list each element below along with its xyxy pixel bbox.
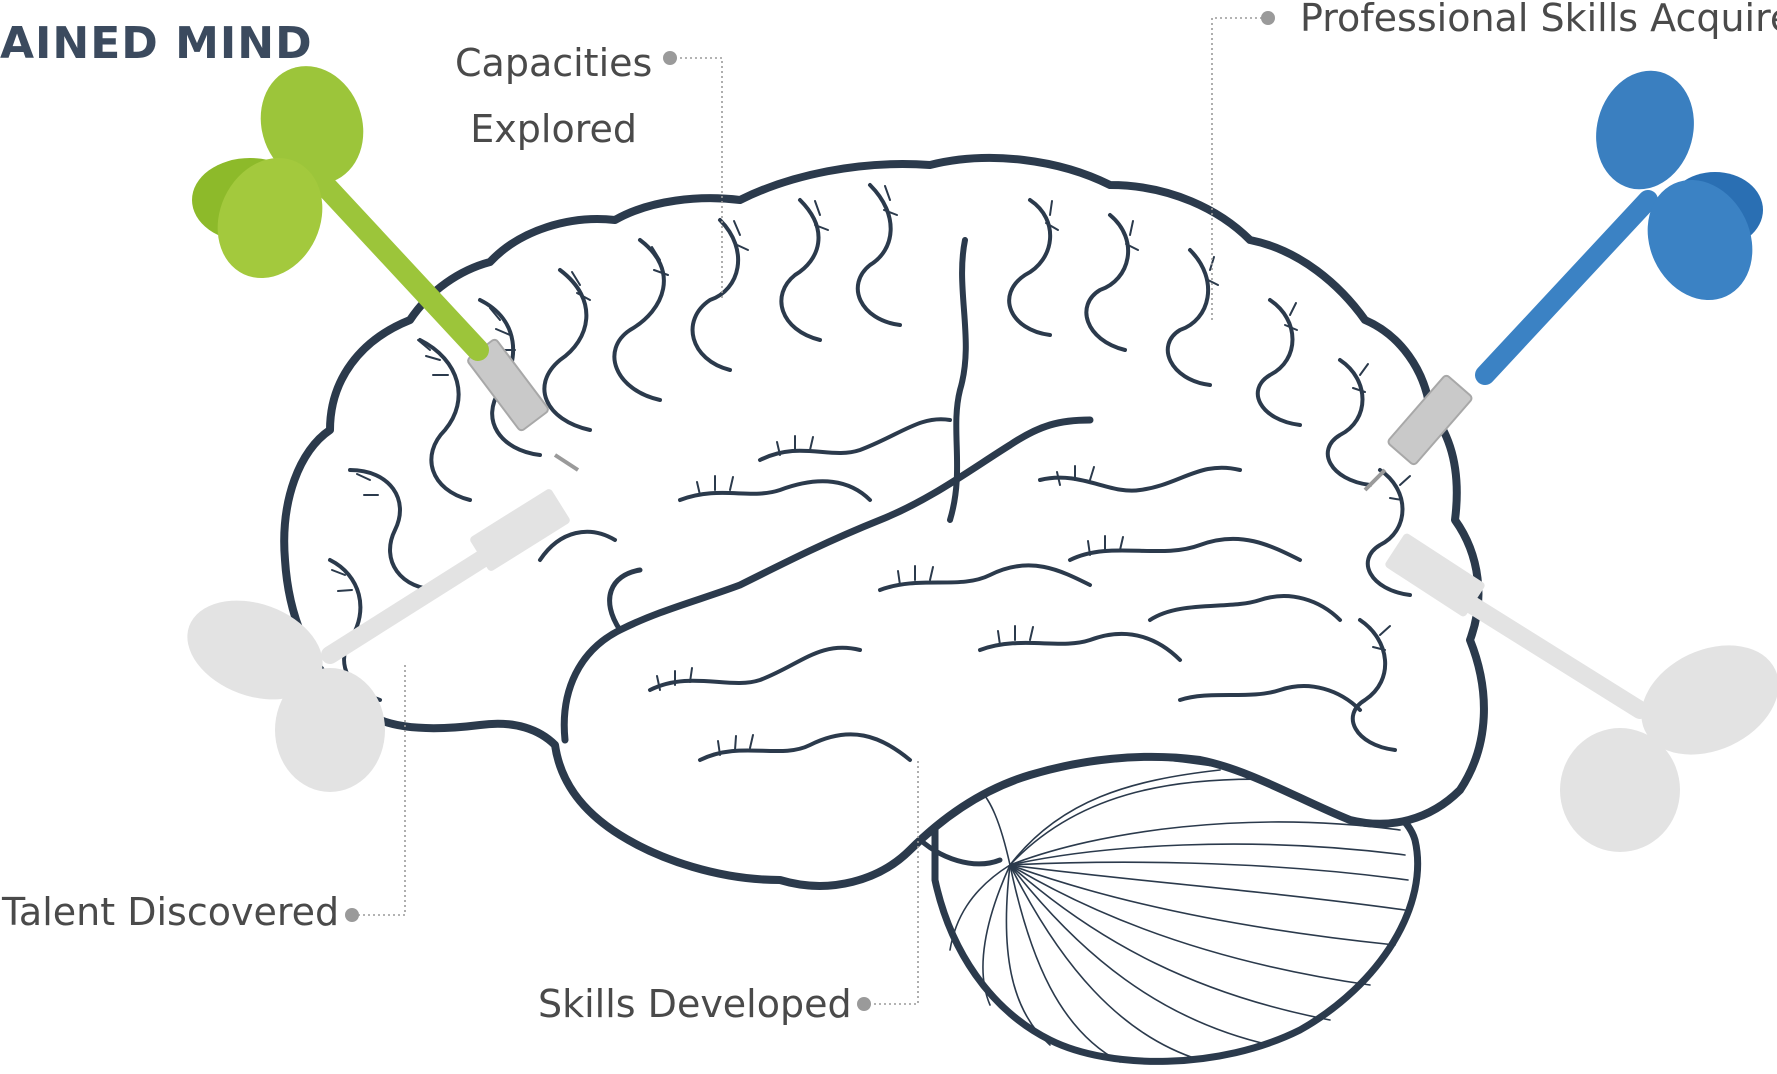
leader-lines [358, 17, 1262, 1005]
blue-dart-icon [1363, 70, 1763, 492]
label-talent-discovered: Talent Discovered [2, 890, 340, 934]
label-professional-skills: Professional Skills Acquired [1300, 0, 1777, 40]
leader-dot-capacities [663, 51, 677, 65]
leader-professional [1211, 17, 1262, 320]
label-capacities-line1: Capacities [455, 41, 653, 85]
faded-dart-icon [1385, 533, 1777, 852]
faded-dart-icon [187, 489, 570, 792]
leader-dot-professional [1261, 11, 1275, 25]
page-title: AINED MIND [0, 18, 313, 69]
leader-dot-skills [857, 997, 871, 1011]
leader-skills [864, 760, 919, 1005]
leader-talent [358, 665, 406, 916]
label-capacities-line2: Explored [470, 107, 638, 151]
leader-dots [345, 11, 1275, 1011]
brain-illustration [280, 154, 1488, 1065]
cerebellum [931, 750, 1422, 1065]
leader-dot-talent [345, 908, 359, 922]
label-skills-developed: Skills Developed [538, 982, 852, 1026]
green-dart-icon [192, 66, 580, 472]
leader-capacities [670, 57, 723, 300]
label-capacities-explored: Capacities Explored [455, 30, 652, 162]
